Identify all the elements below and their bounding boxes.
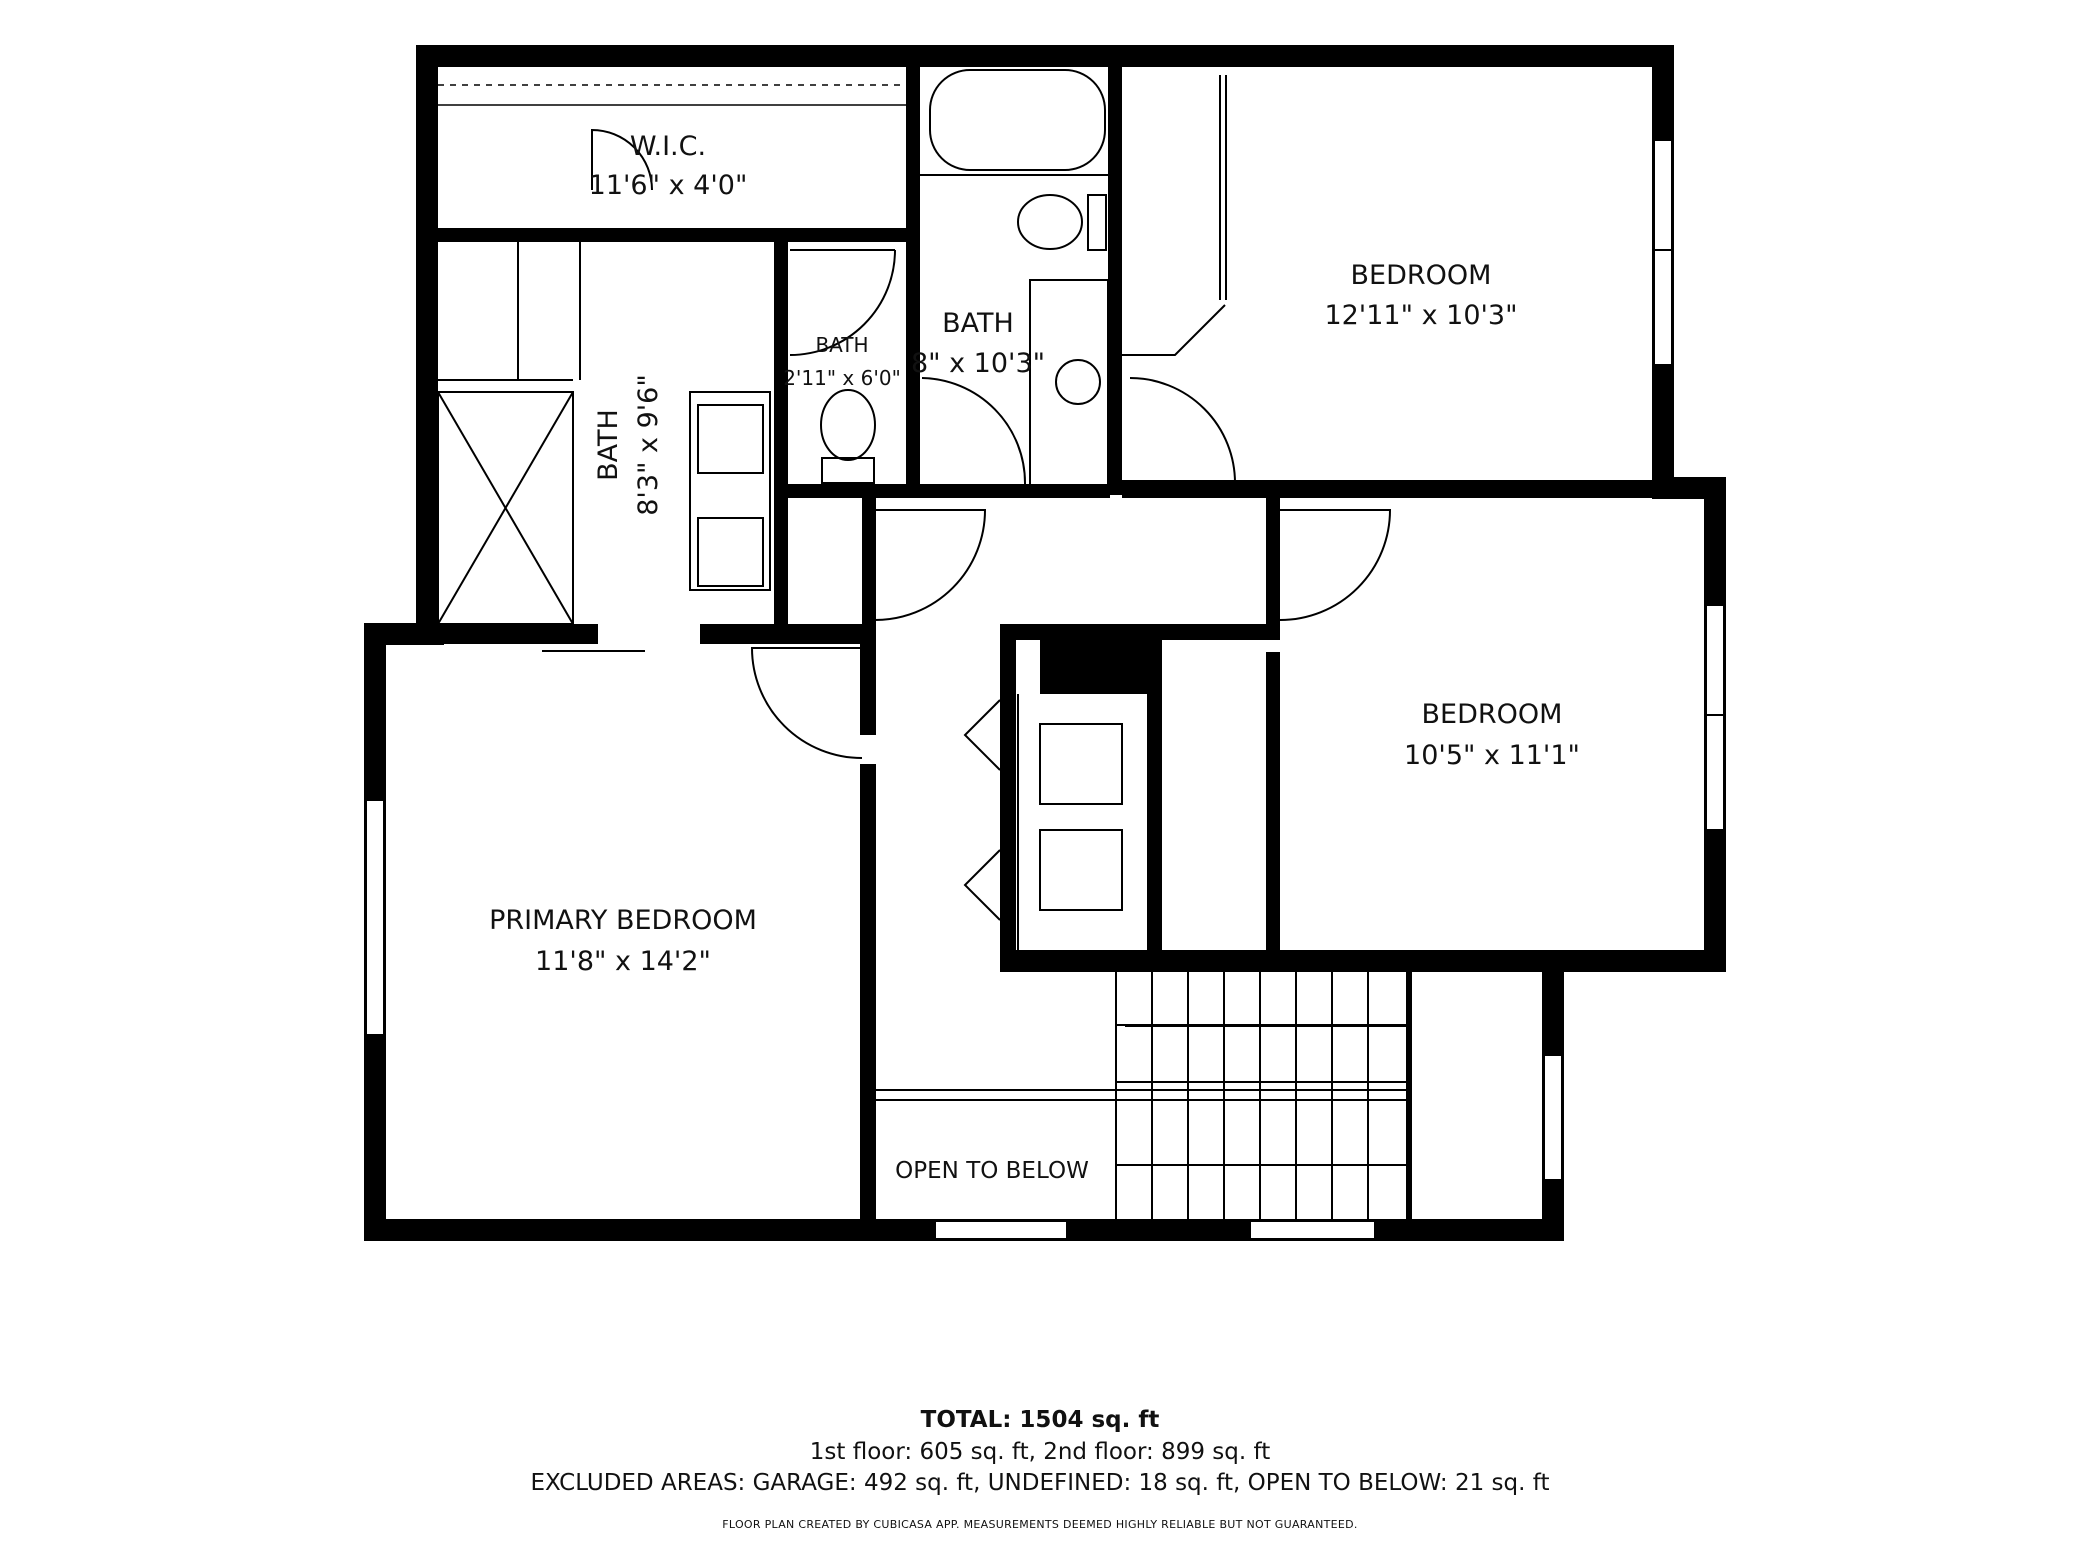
room-dims-bath-small: 2'11" x 6'0" (783, 366, 901, 390)
room-labels: W.I.C. 11'6" x 4'0" BATH 8'3" x 9'6" BAT… (489, 131, 1580, 1184)
room-label-primary-bedroom: PRIMARY BEDROOM (489, 905, 757, 936)
doors (591, 128, 1392, 759)
room-dims-bedroom-ne: 12'11" x 10'3" (1324, 300, 1517, 331)
excluded-areas: EXCLUDED AREAS: GARAGE: 492 sq. ft, UNDE… (530, 1470, 1550, 1496)
room-label-wic: W.I.C. (630, 131, 706, 162)
room-dims-wic: 11'6" x 4'0" (589, 170, 748, 201)
fixtures (437, 69, 1406, 1220)
total-area: TOTAL: 1504 sq. ft (920, 1407, 1160, 1433)
room-label-bath-small: BATH (815, 333, 868, 357)
floor-areas: 1st floor: 605 sq. ft, 2nd floor: 899 sq… (809, 1439, 1271, 1465)
room-label-bath-primary: BATH (593, 409, 624, 481)
floor-plan: W.I.C. 11'6" x 4'0" BATH 8'3" x 9'6" BAT… (364, 45, 1726, 1241)
walls (364, 45, 1726, 1241)
room-dims-bath-hall: 8" x 10'3" (911, 348, 1045, 379)
windows (365, 84, 1725, 1240)
room-dims-primary-bedroom: 11'8" x 14'2" (535, 946, 711, 977)
credit-line: FLOOR PLAN CREATED BY CUBICASA APP. MEAS… (722, 1518, 1358, 1531)
room-dims-bedroom-e: 10'5" x 11'1" (1404, 740, 1580, 771)
room-label-bath-hall: BATH (942, 308, 1014, 339)
room-label-open-to-below: OPEN TO BELOW (895, 1158, 1089, 1184)
room-dims-bath-primary: 8'3" x 9'6" (633, 374, 664, 516)
room-label-bedroom-ne: BEDROOM (1351, 260, 1492, 291)
room-label-bedroom-e: BEDROOM (1422, 699, 1563, 730)
